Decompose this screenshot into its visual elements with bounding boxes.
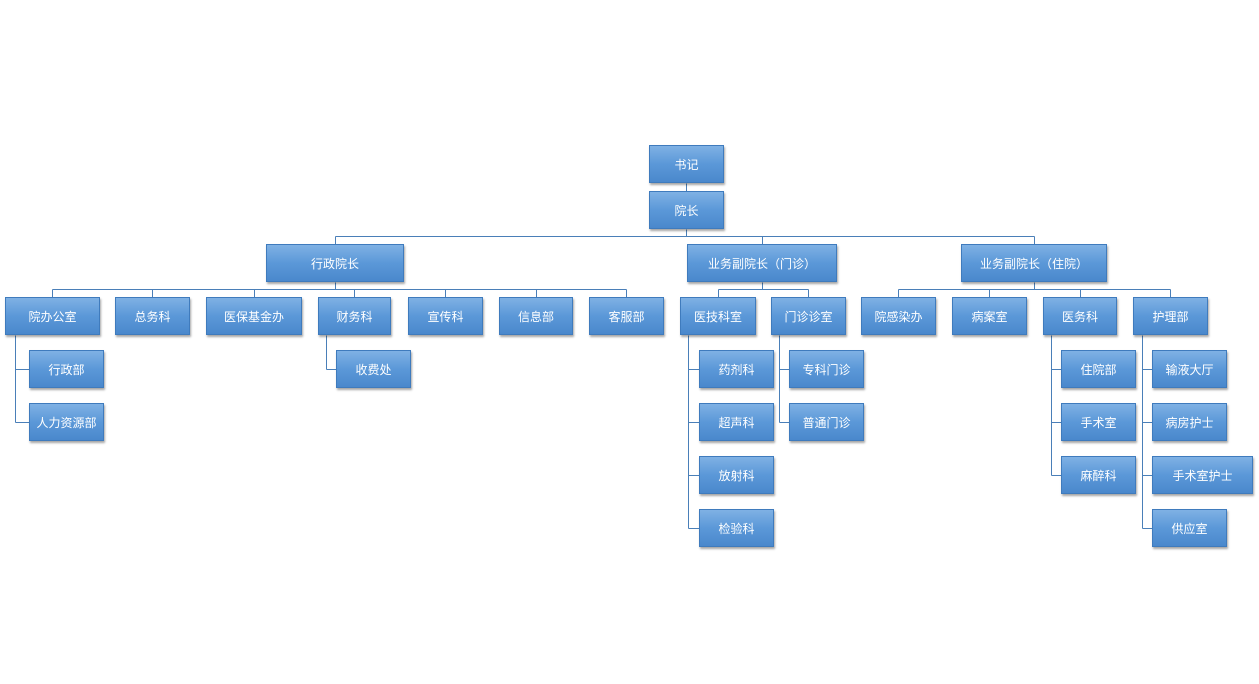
node-dept-publicity[interactable]: 宣传科 [408, 297, 483, 335]
node-dept-information[interactable]: 信息部 [499, 297, 573, 335]
node-sub-or-nurses[interactable]: 手术室护士 [1152, 456, 1253, 494]
node-dept-general-affairs[interactable]: 总务科 [115, 297, 190, 335]
node-dept-medical-affairs[interactable]: 医务科 [1043, 297, 1117, 335]
node-sub-human-resources[interactable]: 人力资源部 [29, 403, 104, 441]
node-dept-infection-control[interactable]: 院感染办 [861, 297, 936, 335]
node-dept-finance[interactable]: 财务科 [318, 297, 391, 335]
node-dept-medical-technology[interactable]: 医技科室 [680, 297, 756, 335]
node-dept-outpatient-clinic[interactable]: 门诊诊室 [771, 297, 846, 335]
node-sub-operating-room[interactable]: 手术室 [1061, 403, 1136, 441]
node-secretary[interactable]: 书记 [649, 145, 724, 183]
node-dept-medical-insurance[interactable]: 医保基金办 [206, 297, 302, 335]
node-sub-radiology[interactable]: 放射科 [699, 456, 774, 494]
node-sub-general-clinic[interactable]: 普通门诊 [789, 403, 864, 441]
node-vp-outpatient[interactable]: 业务副院长（门诊） [687, 244, 837, 282]
node-sub-cashier[interactable]: 收费处 [336, 350, 411, 388]
node-dept-president-office[interactable]: 院办公室 [5, 297, 100, 335]
node-dept-nursing[interactable]: 护理部 [1133, 297, 1208, 335]
node-sub-ward-nurses[interactable]: 病房护士 [1152, 403, 1227, 441]
node-sub-pharmacy[interactable]: 药剂科 [699, 350, 774, 388]
node-sub-infusion-hall[interactable]: 输液大厅 [1152, 350, 1227, 388]
node-sub-anesthesiology[interactable]: 麻醉科 [1061, 456, 1136, 494]
node-sub-supply-room[interactable]: 供应室 [1152, 509, 1227, 547]
node-sub-specialist-clinic[interactable]: 专科门诊 [789, 350, 864, 388]
node-vp-inpatient[interactable]: 业务副院长（住院） [961, 244, 1107, 282]
node-vp-admin[interactable]: 行政院长 [266, 244, 404, 282]
node-dept-medical-records[interactable]: 病案室 [952, 297, 1027, 335]
node-dept-customer-service[interactable]: 客服部 [589, 297, 664, 335]
node-sub-laboratory[interactable]: 检验科 [699, 509, 774, 547]
node-sub-ultrasound[interactable]: 超声科 [699, 403, 774, 441]
node-sub-administration[interactable]: 行政部 [29, 350, 104, 388]
node-sub-inpatient-ward[interactable]: 住院部 [1061, 350, 1136, 388]
node-president[interactable]: 院长 [649, 191, 724, 229]
